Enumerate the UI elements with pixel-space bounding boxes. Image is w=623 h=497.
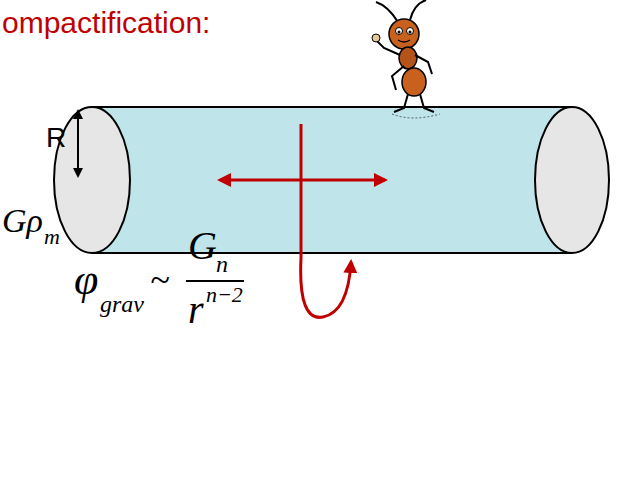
- formula-part: Gρ: [2, 204, 43, 238]
- formula-part: ~: [150, 262, 169, 298]
- formula-superscript: n−2: [206, 284, 243, 306]
- formula-part: r: [188, 290, 204, 330]
- formula-part: φ: [74, 258, 98, 302]
- formula-subscript: grav: [100, 292, 144, 316]
- formula-part: G: [188, 226, 217, 266]
- ant-cartoon: [372, 0, 440, 118]
- formula-subscript: m: [44, 226, 60, 248]
- radius-label: R: [46, 124, 66, 152]
- formula-subscript: n: [216, 252, 228, 276]
- slide-heading: ompactification:: [2, 8, 210, 38]
